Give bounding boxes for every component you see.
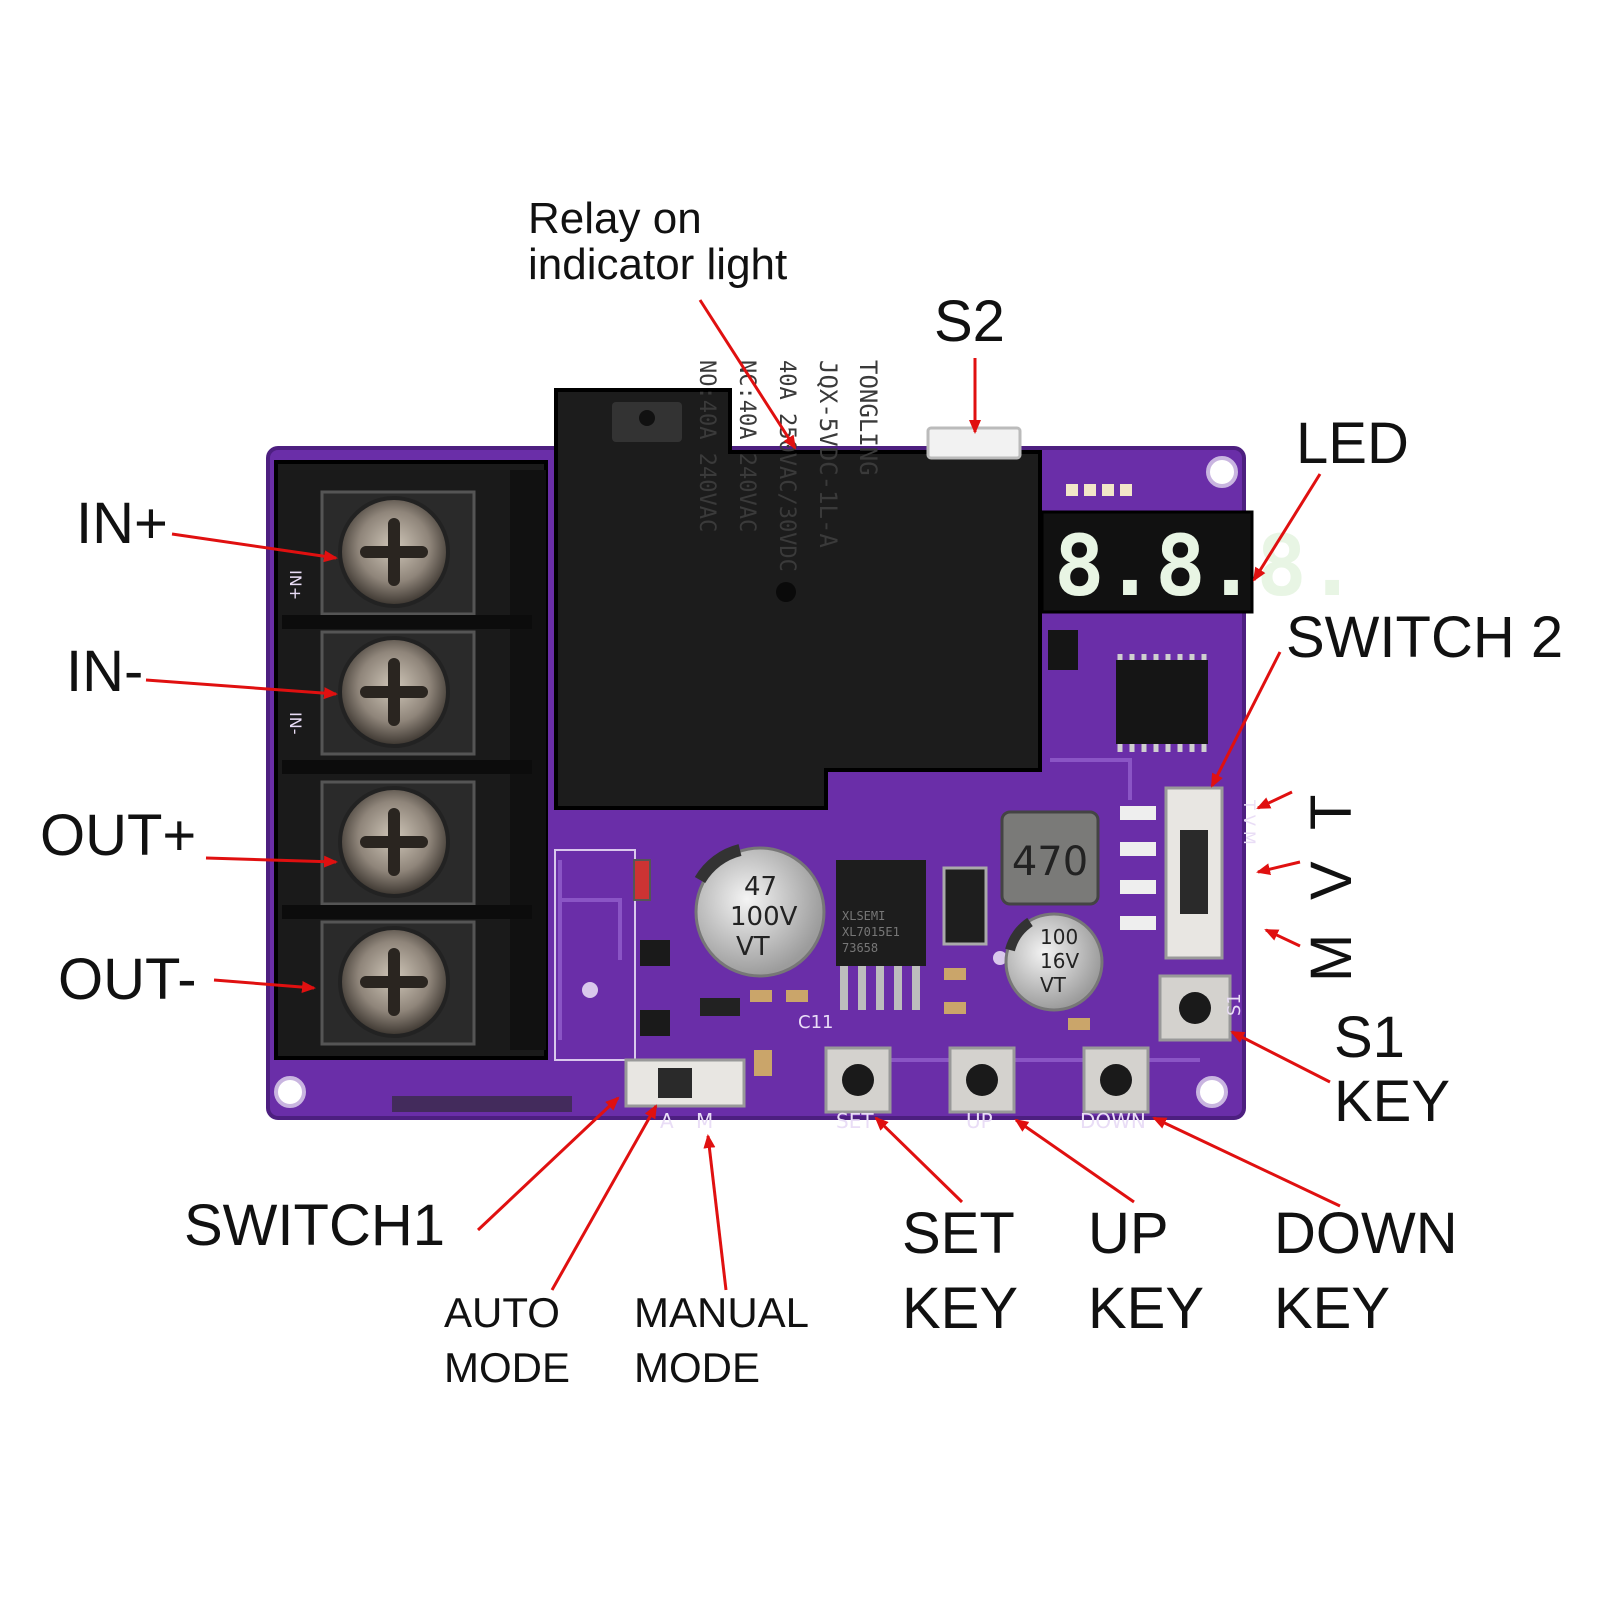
label-in-minus: IN- <box>66 639 144 704</box>
label-s1-key: S1 KEY <box>1334 1005 1451 1134</box>
cap1-line1: 47 <box>744 872 777 902</box>
regulator-ic: XLSEMI XL7015E1 73658 <box>836 860 926 1010</box>
label-mode-t: T <box>1299 794 1364 830</box>
label-up-key: UP KEY <box>1088 1201 1205 1342</box>
silk-m: M <box>696 1109 713 1133</box>
arrow-mode-v <box>1256 860 1301 876</box>
screw-in-plus[interactable] <box>320 490 476 616</box>
arrow-down-key <box>1152 1116 1341 1208</box>
arrow-led <box>1252 473 1322 582</box>
silk-in-minus: IN- <box>286 712 305 734</box>
inductor: 470 <box>1000 810 1100 906</box>
relay: TONGLING JQX-5VDC-1L-A 40A 250VAC/30VDC … <box>554 360 1042 810</box>
down-key[interactable] <box>1082 1046 1150 1114</box>
relay-model: JQX-5VDC-1L-A <box>814 360 842 548</box>
via <box>582 982 598 998</box>
label-mode-v: V <box>1299 861 1364 900</box>
label-out-minus: OUT- <box>58 947 197 1012</box>
arrow-switch-2 <box>1210 651 1282 788</box>
label-relay-indicator: Relay on indicator light <box>528 194 788 290</box>
label-led: LED <box>1296 411 1409 476</box>
silk-in-plus: IN+ <box>286 570 305 600</box>
relay-brand: TONGLING <box>854 360 882 476</box>
switch-1[interactable] <box>624 1058 746 1108</box>
arrow-in-plus <box>171 532 338 563</box>
arrow-relay-indicator <box>698 299 797 450</box>
label-auto-mode: AUTO MODE <box>444 1289 570 1391</box>
arrow-auto-mode <box>550 1104 658 1291</box>
inductor-label: 470 <box>1012 839 1088 885</box>
s2-connector[interactable] <box>926 426 1022 460</box>
arrow-out-minus <box>213 978 316 994</box>
s1-key[interactable] <box>1158 974 1232 1042</box>
label-manual-mode: MANUAL MODE <box>634 1289 810 1391</box>
via <box>993 951 1007 965</box>
switch-2[interactable] <box>1120 786 1224 960</box>
display-digits: 8.8.8. <box>1054 517 1357 615</box>
label-s2: S2 <box>934 289 1005 354</box>
silk-c11: C11 <box>798 1012 833 1033</box>
set-key[interactable] <box>824 1046 892 1114</box>
arrow-manual-mode <box>703 1134 728 1291</box>
screw-out-plus[interactable] <box>320 780 476 906</box>
arrow-mode-m <box>1264 928 1301 948</box>
arrow-s1-key <box>1230 1030 1331 1084</box>
arrow-up-key <box>1014 1118 1135 1204</box>
capacitor-47uf: 47 100V VT <box>694 844 826 978</box>
silk-a: A <box>660 1109 674 1133</box>
silk-tvm: T V M <box>1240 799 1259 845</box>
relay-rating-2: NC:40A 240VAC <box>734 360 759 532</box>
label-switch1: SWITCH1 <box>184 1193 445 1258</box>
label-switch-2: SWITCH 2 <box>1286 605 1564 670</box>
arrow-out-plus <box>205 855 338 868</box>
capacitor-100uf: 100 16V VT <box>1004 912 1104 1012</box>
label-down-key: DOWN KEY <box>1274 1201 1458 1342</box>
annotation-arrows <box>145 299 1341 1291</box>
ic-line1: XLSEMI <box>842 909 885 923</box>
cap2-line1: 100 <box>1040 925 1078 949</box>
arrow-set-key <box>874 1116 964 1204</box>
screw-in-minus[interactable] <box>320 630 476 756</box>
mount-hole-bottom-right <box>1196 1076 1228 1108</box>
diode <box>633 859 988 946</box>
led-display: 8.8.8. <box>1040 484 1357 615</box>
label-in-plus: IN+ <box>76 491 168 556</box>
relay-rating-3: NO:40A 240VAC <box>694 360 719 532</box>
mcu-chip <box>1048 630 1208 752</box>
screw-out-minus[interactable] <box>320 920 476 1046</box>
smd-components: C11 <box>392 940 1090 1112</box>
silk-down: DOWN <box>1080 1109 1146 1133</box>
silk-set: SET <box>836 1109 874 1133</box>
cap1-line3: VT <box>736 932 770 962</box>
mount-hole-bottom-left <box>274 1076 306 1108</box>
ic-line3: 73658 <box>842 941 878 955</box>
silk-s1: S1 <box>1224 993 1245 1016</box>
silk-up: UP <box>966 1109 993 1133</box>
relay-rating-1: 40A 250VAC/30VDC <box>774 360 799 572</box>
header-pins <box>1066 484 1132 496</box>
terminal-block <box>274 460 548 1060</box>
cap1-line2: 100V <box>730 902 798 932</box>
cap2-line2: 16V <box>1040 949 1079 973</box>
cap2-line3: VT <box>1040 973 1067 997</box>
ic-line2: XL7015E1 <box>842 925 900 939</box>
arrow-in-minus <box>145 678 338 700</box>
label-set-key: SET KEY <box>902 1201 1019 1342</box>
up-key[interactable] <box>948 1046 1016 1114</box>
arrow-switch1 <box>476 1096 620 1232</box>
arrow-mode-t <box>1256 790 1293 810</box>
mount-hole-top-right <box>1206 456 1238 488</box>
label-mode-m: M <box>1299 933 1364 982</box>
label-out-plus: OUT+ <box>40 803 197 868</box>
